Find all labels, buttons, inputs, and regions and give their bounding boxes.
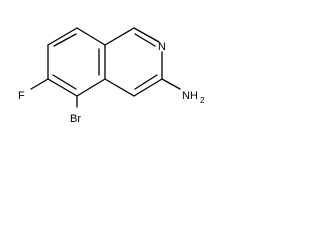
- atom-label-fluorine: F: [18, 90, 25, 102]
- bond-c3-nh2: [161, 78, 181, 90]
- bond-c3-c4-inner: [134, 74, 158, 90]
- bond-c3-c4: [133, 78, 163, 97]
- bond-c4-c4a: [104, 78, 135, 97]
- atom-label-bromine: Br: [70, 113, 81, 125]
- bond-c5-c6-inner: [52, 74, 77, 90]
- atom-label-nitrogen: N: [158, 41, 166, 53]
- bond-c6-f: [30, 78, 49, 90]
- bond-c4a-c5: [76, 78, 106, 97]
- bond-c8a-c1: [104, 27, 135, 46]
- bond-c8-c8a: [76, 27, 106, 46]
- atom-label-amine-subscript: 2: [200, 96, 205, 105]
- bond-c5-c6: [47, 78, 78, 97]
- bond-c7-c8: [47, 27, 78, 46]
- bond-c7-c8-inner: [53, 33, 77, 47]
- bond-c1-n2-inner: [134, 33, 156, 47]
- bond-c1-n2: [133, 27, 160, 43]
- atom-label-amine: NH: [182, 90, 198, 102]
- molecule-structure: N F Br NH 2: [18, 27, 205, 125]
